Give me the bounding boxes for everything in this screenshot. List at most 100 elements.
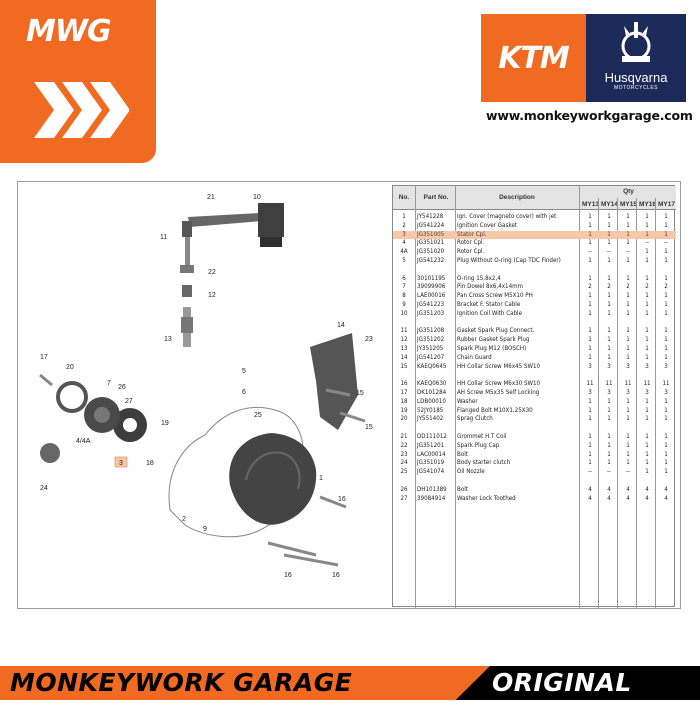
callout-6: 6 <box>242 389 246 396</box>
cell-qty: 1 <box>626 221 630 229</box>
cell-qty: 1 <box>664 345 668 352</box>
husqvarna-sub: MOTORCYCLES <box>613 85 659 91</box>
cell-no: 4A <box>400 248 408 256</box>
cell-part-no: JG541074 <box>417 468 445 476</box>
table-row <box>393 371 676 380</box>
cell-qty: 1 <box>588 257 592 264</box>
cell-no: 5 <box>402 257 406 264</box>
cell-no: 20 <box>400 415 408 423</box>
cell-qty: 1 <box>607 239 611 247</box>
cell-qty: 4 <box>626 485 630 493</box>
cell-qty: 1 <box>664 309 668 317</box>
cell-qty: 4 <box>645 494 649 502</box>
cell-qty: 1 <box>588 301 592 308</box>
cell-qty: -- <box>644 239 650 247</box>
cell-qty: 1 <box>626 353 630 361</box>
cell-qty: 1 <box>664 248 668 256</box>
cell-qty: 1 <box>588 327 592 335</box>
cell-qty: 4 <box>588 485 592 493</box>
starter-body <box>40 443 60 463</box>
cell-qty: -- <box>625 468 631 476</box>
table-row <box>393 319 676 328</box>
parts-sheet-frame <box>17 181 681 609</box>
cell-qty: 1 <box>626 292 630 300</box>
cell-description: HH Collar Screw M6x45 SW10 <box>457 362 541 370</box>
cell-qty: 2 <box>645 283 649 291</box>
cell-qty: 1 <box>626 230 630 238</box>
cell-qty: 1 <box>626 336 630 344</box>
footer-left-band: MONKEYWORK GARAGE <box>0 666 490 700</box>
cell-part-no: 52JY0185 <box>417 406 444 414</box>
cell-qty: 1 <box>626 327 630 335</box>
callout-1: 1 <box>319 475 323 482</box>
cell-no: 6 <box>402 274 406 282</box>
callout-11: 11 <box>160 234 167 241</box>
cell-no: 26 <box>400 485 408 493</box>
cell-qty: 1 <box>607 336 611 344</box>
cell-description: Rubber Gasket Spark Plug <box>457 336 530 344</box>
cell-qty: 1 <box>626 406 630 414</box>
husqvarna-name: Husqvarna <box>604 70 668 85</box>
cell-no: 19 <box>400 406 408 414</box>
cell-qty: 1 <box>626 274 630 282</box>
callout-7: 7 <box>107 380 111 387</box>
cell-qty: 1 <box>588 336 592 344</box>
table-header: No. Part No. Description Qty MY13 MY14 M… <box>393 186 676 210</box>
cell-part-no: 39084914 <box>417 494 446 502</box>
cell-part-no: JG351203 <box>417 309 445 317</box>
cell-qty: 1 <box>607 213 611 220</box>
cell-part-no: JG351208 <box>417 327 445 335</box>
cell-description: Ignition Cover Gasket <box>457 221 517 229</box>
callout-13: 13 <box>164 336 172 343</box>
cell-part-no: KAEQ0645 <box>417 362 447 370</box>
cell-description: AH Screw M5x35 Self Locking <box>457 389 540 396</box>
cell-qty: 1 <box>664 353 668 361</box>
cell-qty: 1 <box>664 292 668 300</box>
cell-qty: 1 <box>645 415 649 423</box>
cell-qty: 3 <box>626 362 630 370</box>
exploded-diagram: 21 10 11 22 12 13 14 23 5 6 25 15 15 17 … <box>39 194 373 579</box>
cell-description: Washer <box>457 397 478 405</box>
cell-description: Ign. Cover (magneto cover) with jet <box>457 213 557 220</box>
callout-15b: 15 <box>365 424 373 431</box>
website-url[interactable]: www.monkeyworkgarage.com <box>486 108 693 123</box>
cell-qty: 1 <box>626 301 630 308</box>
callout-2: 2 <box>182 516 186 523</box>
cell-part-no: JY541228 <box>417 213 444 220</box>
cell-no: 16 <box>400 380 408 388</box>
cell-part-no: LDB00010 <box>417 397 446 405</box>
cell-qty: 4 <box>607 485 611 493</box>
cell-description: Oil Nozzle <box>457 468 485 476</box>
cell-qty: 1 <box>588 406 592 414</box>
cell-qty: 1 <box>645 450 649 458</box>
cell-qty: 1 <box>588 459 592 467</box>
callout-15a: 15 <box>356 390 364 397</box>
cell-qty: 1 <box>664 257 668 264</box>
ignition-coil <box>180 203 284 347</box>
cell-qty: 2 <box>588 283 592 291</box>
cell-part-no: JG541224 <box>417 221 445 229</box>
cell-qty: 1 <box>664 459 668 467</box>
ignition-cover <box>229 433 317 525</box>
cell-qty: 1 <box>607 292 611 300</box>
cell-qty: 1 <box>664 441 668 449</box>
cell-description: Spark Plug M12 (BOSCH) <box>457 345 527 352</box>
cell-qty: 4 <box>588 494 592 502</box>
cell-qty: 1 <box>664 468 668 476</box>
cell-part-no: 30101195 <box>417 274 446 282</box>
cell-qty: 11 <box>624 380 632 388</box>
footer-left-text: MONKEYWORK GARAGE <box>10 668 353 697</box>
cell-qty: 1 <box>645 309 649 317</box>
cell-part-no: JY351205 <box>417 345 444 352</box>
header-part-no: Part No. <box>423 194 449 201</box>
cell-no: 4 <box>402 239 406 247</box>
cell-no: 17 <box>400 389 408 396</box>
cell-qty: 1 <box>588 292 592 300</box>
cell-qty: 1 <box>588 433 592 440</box>
cell-qty: 11 <box>586 380 594 388</box>
